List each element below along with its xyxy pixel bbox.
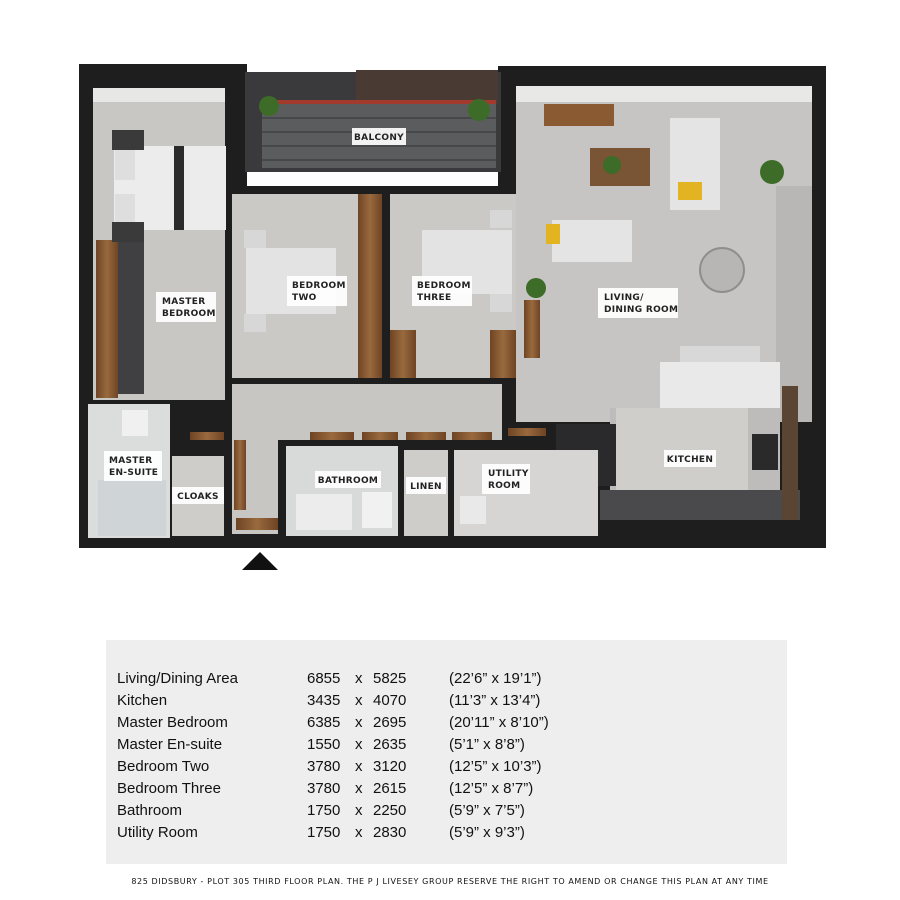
svg-text:TWO: TWO (292, 293, 317, 303)
kitchen-area (556, 386, 800, 520)
room-label-bathroom: BATHROOM (315, 471, 381, 488)
room-name: Kitchen (117, 692, 168, 709)
svg-text:LINEN: LINEN (410, 482, 442, 492)
svg-text:DINING ROOM: DINING ROOM (604, 305, 678, 315)
room-width: 1750 (307, 824, 341, 841)
svg-text:KITCHEN: KITCHEN (667, 455, 713, 465)
room-length: 2250 (373, 802, 407, 819)
room-imperial: (5’9” x 9’3”) (449, 824, 525, 841)
bathroom-area (286, 446, 398, 536)
room-width: 3435 (307, 692, 341, 709)
svg-text:BALCONY: BALCONY (354, 133, 404, 143)
room-label-balcony: BALCONY (352, 128, 406, 145)
svg-text:EN-SUITE: EN-SUITE (109, 468, 158, 478)
room-name: Master En-suite (117, 736, 223, 753)
room-label-linen: LINEN (406, 477, 446, 494)
times-sign: x (355, 692, 363, 709)
room-name: Bedroom Two (117, 758, 210, 775)
room-label-bedroom-three: BEDROOM THREE (412, 276, 472, 306)
room-label-master-ensuite: MASTER EN-SUITE (104, 451, 162, 481)
room-label-kitchen: KITCHEN (664, 450, 716, 467)
svg-text:UTILITY: UTILITY (488, 469, 529, 479)
room-imperial: (5’9” x 7’5”) (449, 802, 525, 819)
svg-text:MASTER: MASTER (109, 456, 152, 466)
room-length: 5825 (373, 670, 407, 687)
room-label-living-dining: LIVING/ DINING ROOM (598, 288, 678, 318)
room-label-utility-room: UTILITY ROOM (482, 464, 530, 494)
times-sign: x (355, 824, 363, 841)
room-name: Master Bedroom (117, 714, 228, 731)
plan-disclaimer: 825 DIDSBURY - PLOT 305 THIRD FLOOR PLAN… (131, 877, 769, 886)
svg-text:BEDROOM: BEDROOM (292, 281, 346, 291)
room-label-cloaks: CLOAKS (172, 487, 224, 504)
plant-icon (468, 99, 490, 121)
room-length: 4070 (373, 692, 407, 709)
room-imperial: (12’5” x 8’7”) (449, 780, 534, 797)
bedroom-three-area (390, 194, 516, 378)
room-name: Living/Dining Area (117, 670, 238, 687)
floor-plan: BALCONY MASTER BEDROOM BEDROOM TWO BEDRO… (79, 64, 826, 570)
dining-table-icon (699, 247, 745, 293)
living-dining-area (516, 86, 812, 422)
room-imperial: (22’6” x 19’1”) (449, 670, 542, 687)
room-imperial: (20’11” x 8’10”) (449, 714, 549, 731)
svg-text:ROOM: ROOM (488, 481, 520, 491)
svg-text:BEDROOM: BEDROOM (162, 309, 216, 319)
room-length: 3120 (373, 758, 407, 775)
times-sign: x (355, 714, 363, 731)
room-name: Bedroom Three (117, 780, 221, 797)
times-sign: x (355, 802, 363, 819)
svg-text:THREE: THREE (417, 293, 451, 303)
svg-text:MASTER: MASTER (162, 297, 205, 307)
times-sign: x (355, 736, 363, 753)
room-label-master-bedroom: MASTER BEDROOM (156, 292, 216, 322)
times-sign: x (355, 780, 363, 797)
room-width: 1750 (307, 802, 341, 819)
room-label-bedroom-two: BEDROOM TWO (287, 276, 347, 306)
plant-icon (760, 160, 784, 184)
room-length: 2635 (373, 736, 407, 753)
room-length: 2615 (373, 780, 407, 797)
room-imperial: (12’5” x 10’3”) (449, 758, 542, 775)
room-name: Utility Room (117, 824, 198, 841)
plant-icon (526, 278, 546, 298)
plant-icon (259, 96, 279, 116)
room-width: 1550 (307, 736, 341, 753)
room-width: 6855 (307, 670, 341, 687)
room-width: 3780 (307, 758, 341, 775)
times-sign: x (355, 758, 363, 775)
hallway-area (190, 384, 546, 534)
master-bedroom-area (93, 88, 226, 400)
svg-text:BEDROOM: BEDROOM (417, 281, 471, 291)
room-width: 3780 (307, 780, 341, 797)
times-sign: x (355, 670, 363, 687)
sofa-icon (552, 220, 632, 262)
room-length: 2830 (373, 824, 407, 841)
room-imperial: (11’3” x 13’4”) (449, 692, 541, 709)
plant-icon (603, 156, 621, 174)
room-name: Bathroom (117, 802, 183, 819)
svg-text:LIVING/: LIVING/ (604, 293, 644, 303)
balcony-area (245, 70, 501, 172)
entrance-arrow-icon (242, 552, 278, 570)
svg-text:CLOAKS: CLOAKS (177, 492, 219, 502)
room-imperial: (5’1” x 8’8”) (449, 736, 525, 753)
room-dimensions-panel (106, 640, 787, 864)
room-length: 2695 (373, 714, 407, 731)
svg-text:BATHROOM: BATHROOM (318, 476, 378, 486)
room-width: 6385 (307, 714, 341, 731)
